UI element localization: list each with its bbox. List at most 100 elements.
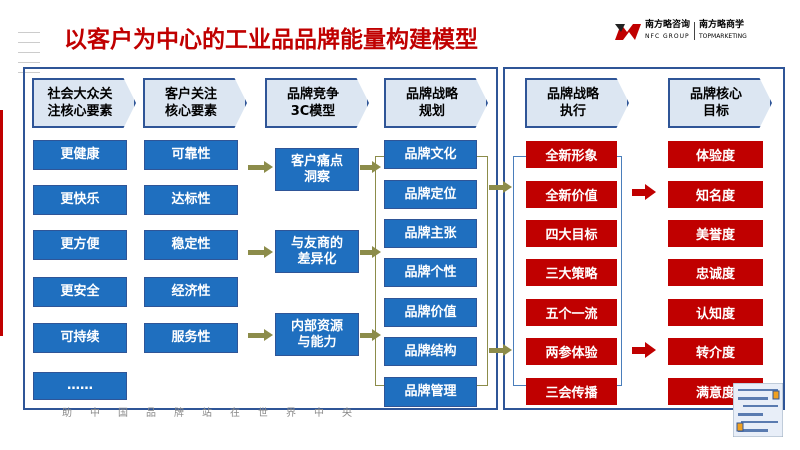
nfc-logo-icon bbox=[615, 24, 641, 40]
column-header-label: 客户关注 核心要素 bbox=[164, 87, 217, 119]
decor-line bbox=[18, 32, 40, 33]
3c-model-box-label: 客户痛点 洞察 bbox=[290, 153, 343, 185]
arrow-shaft bbox=[632, 347, 646, 354]
strategy-plan-box-label: 品牌定位 bbox=[404, 186, 457, 202]
strategy-plan-box-label: 品牌主张 bbox=[404, 225, 457, 241]
column-header: 品牌战略 执行 bbox=[525, 78, 629, 128]
arrow-right-icon bbox=[264, 246, 273, 258]
arrow-right-icon bbox=[503, 344, 512, 356]
decor-line bbox=[18, 52, 40, 53]
strategy-exec-box: 全新价值 bbox=[526, 181, 617, 208]
strategy-plan-box: 品牌定位 bbox=[384, 180, 477, 209]
column-header: 客户关注 核心要素 bbox=[143, 78, 247, 128]
strategy-plan-box: 品牌文化 bbox=[384, 140, 477, 169]
core-goal-box: 忠诚度 bbox=[668, 259, 763, 286]
arrow-right-icon bbox=[264, 161, 273, 173]
strategy-exec-box: 四大目标 bbox=[526, 220, 617, 247]
arrow-shaft bbox=[360, 250, 372, 255]
footer-char: 国 bbox=[118, 408, 128, 419]
footer-slogan: 助中国品牌站在世界中央 bbox=[62, 404, 370, 419]
left-frame bbox=[23, 67, 498, 410]
customer-factor-box-label: 服务性 bbox=[171, 330, 211, 345]
logo-en2: TOPMARKETING bbox=[699, 33, 747, 40]
column-header-label: 品牌竞争 3C模型 bbox=[286, 87, 339, 119]
core-goal-box: 美誉度 bbox=[668, 220, 763, 247]
core-goal-box: 知名度 bbox=[668, 181, 763, 208]
arrow-shaft bbox=[360, 333, 372, 338]
column-header: 品牌核心 目标 bbox=[668, 78, 772, 128]
social-factor-box-label: 更安全 bbox=[60, 284, 100, 299]
column-header: 品牌竞争 3C模型 bbox=[265, 78, 369, 128]
strategy-plan-box-label: 品牌个性 bbox=[404, 264, 457, 280]
arrow-shaft bbox=[248, 165, 264, 170]
footer-char: 助 bbox=[62, 408, 72, 419]
customer-factor-box-label: 稳定性 bbox=[171, 237, 211, 252]
core-goal-box-label: 转介度 bbox=[695, 346, 735, 361]
footer-char: 世 bbox=[258, 408, 268, 419]
footer-char: 中 bbox=[90, 408, 100, 419]
strategy-plan-box-label: 品牌管理 bbox=[404, 384, 457, 399]
social-factor-box: 更安全 bbox=[33, 277, 127, 307]
column-header-label: 品牌战略 执行 bbox=[546, 87, 599, 119]
customer-factor-box: 经济性 bbox=[144, 277, 238, 307]
core-goal-box-label: 知名度 bbox=[695, 189, 735, 204]
decor-line bbox=[18, 42, 40, 43]
footer-char: 界 bbox=[286, 408, 296, 419]
social-factor-box-label: 更健康 bbox=[60, 147, 100, 162]
core-goal-box-label: 认知度 bbox=[695, 307, 735, 322]
customer-factor-box-label: 经济性 bbox=[171, 284, 211, 299]
3c-model-box: 内部资源 与能力 bbox=[275, 313, 359, 356]
column-header-label: 品牌战略 规划 bbox=[405, 87, 458, 119]
strategy-exec-box: 五个一流 bbox=[526, 299, 617, 326]
footer-char: 站 bbox=[202, 408, 212, 419]
social-factor-box-label: …… bbox=[67, 378, 93, 393]
decor-line bbox=[18, 62, 40, 63]
3c-model-box-label: 内部资源 与能力 bbox=[290, 318, 343, 350]
arrow-right-icon bbox=[372, 161, 381, 173]
footer-char: 品 bbox=[146, 408, 156, 419]
core-goal-box-label: 满意度 bbox=[695, 386, 735, 401]
arrow-right-icon bbox=[645, 342, 656, 358]
logo-cn2: 南方略商学 bbox=[699, 20, 745, 30]
core-goal-box-label: 忠诚度 bbox=[695, 267, 735, 282]
strategy-exec-box-label: 三会传播 bbox=[545, 386, 598, 401]
social-factor-box: …… bbox=[33, 372, 127, 400]
customer-factor-box-label: 可靠性 bbox=[171, 147, 211, 162]
strategy-exec-box: 三会传播 bbox=[526, 378, 617, 405]
strategy-plan-box-label: 品牌价值 bbox=[404, 304, 457, 320]
customer-factor-box: 稳定性 bbox=[144, 230, 238, 260]
qr-code-icon bbox=[733, 383, 783, 437]
strategy-plan-box-label: 品牌结构 bbox=[404, 343, 457, 359]
core-goal-box: 转介度 bbox=[668, 338, 763, 365]
strategy-exec-box-label: 三大策略 bbox=[545, 267, 598, 282]
arrow-shaft bbox=[248, 333, 264, 338]
footer-char: 在 bbox=[230, 408, 240, 419]
strategy-plan-box: 品牌管理 bbox=[384, 377, 477, 407]
arrow-right-icon bbox=[264, 329, 273, 341]
customer-factor-box: 可靠性 bbox=[144, 140, 238, 170]
social-factor-box: 更健康 bbox=[33, 140, 127, 170]
strategy-exec-box-label: 四大目标 bbox=[545, 228, 598, 243]
strategy-exec-box: 两参体验 bbox=[526, 338, 617, 365]
strategy-plan-box: 品牌个性 bbox=[384, 258, 477, 287]
customer-factor-box: 服务性 bbox=[144, 323, 238, 353]
strategy-exec-box: 全新形象 bbox=[526, 141, 617, 168]
arrow-shaft bbox=[360, 165, 372, 170]
strategy-plan-box: 品牌价值 bbox=[384, 298, 477, 327]
arrow-right-icon bbox=[372, 246, 381, 258]
strategy-plan-box-label: 品牌文化 bbox=[404, 146, 457, 162]
arrow-right-icon bbox=[372, 329, 381, 341]
strategy-exec-box-label: 全新形象 bbox=[545, 149, 598, 164]
strategy-exec-box-label: 五个一流 bbox=[545, 307, 598, 322]
3c-model-box: 与友商的 差异化 bbox=[275, 230, 359, 273]
strategy-plan-box: 品牌主张 bbox=[384, 219, 477, 248]
social-factor-box: 更快乐 bbox=[33, 185, 127, 215]
strategy-exec-box-label: 全新价值 bbox=[545, 189, 598, 204]
arrow-right-icon bbox=[645, 184, 656, 200]
column-header-label: 品牌核心 目标 bbox=[689, 87, 742, 119]
social-factor-box-label: 可持续 bbox=[60, 330, 100, 345]
strategy-exec-box-label: 两参体验 bbox=[545, 346, 598, 361]
arrow-shaft bbox=[489, 185, 503, 190]
arrow-shaft bbox=[489, 348, 503, 353]
